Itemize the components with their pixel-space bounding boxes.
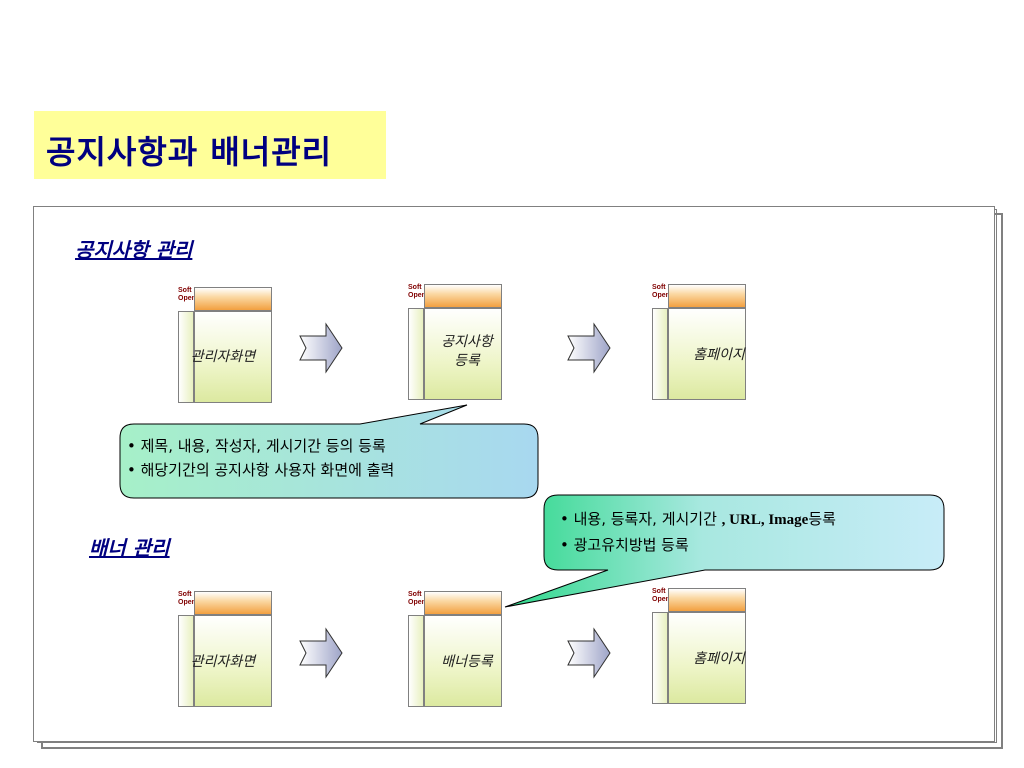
- doc-header: [424, 591, 502, 615]
- doc-header: [194, 287, 272, 311]
- page-title: 공지사항과 배너관리: [46, 133, 333, 171]
- doc-side: [408, 308, 424, 400]
- banner-callout-line-1-suffix: 등록: [808, 510, 836, 528]
- banner-callout-line-1-prefix: • 내용, 등록자, 게시기간: [560, 510, 722, 528]
- banner-callout: [504, 494, 945, 608]
- banner-section-title: 배너 관리: [89, 536, 170, 560]
- arrow-right-icon: [567, 322, 611, 374]
- doc-label: 배너등록: [441, 654, 493, 670]
- doc-label: 관리자화면: [190, 654, 256, 670]
- notice-callout-line-2: • 해당기간의 공지사항 사용자 화면에 출력: [127, 461, 395, 479]
- doc-body: [424, 308, 502, 400]
- doc-label: 홈페이지: [693, 651, 745, 667]
- doc-side: [178, 311, 194, 403]
- arrow-right-icon: [299, 322, 343, 374]
- doc-side: [178, 615, 194, 707]
- doc-header: [668, 588, 746, 612]
- doc-label-line-1: 공지사항: [441, 334, 493, 350]
- doc-label: 관리자화면: [190, 349, 256, 365]
- banner-callout-line-1: • 내용, 등록자, 게시기간 , URL, Image등록: [560, 507, 836, 532]
- doc-header: [424, 284, 502, 308]
- notice-section-title: 공지사항 관리: [75, 238, 193, 262]
- doc-body: [194, 615, 272, 707]
- doc-side: [408, 615, 424, 707]
- notice-callout-line-1: • 제목, 내용, 작성자, 게시기간 등의 등록: [127, 437, 386, 455]
- doc-label: 홈페이지: [693, 347, 745, 363]
- doc-header: [668, 284, 746, 308]
- arrow-right-icon: [567, 627, 611, 679]
- notice-callout: [119, 404, 539, 499]
- doc-body: [668, 308, 746, 400]
- doc-body: [424, 615, 502, 707]
- doc-header: [194, 591, 272, 615]
- doc-side: [652, 612, 668, 704]
- banner-callout-line-2: • 광고유치방법 등록: [560, 536, 689, 554]
- title-banner: 공지사항과 배너관리: [34, 111, 386, 179]
- doc-label-line-2: 등록: [454, 353, 480, 369]
- banner-callout-line-1-latin: , URL, Image: [721, 512, 809, 528]
- doc-body: [668, 612, 746, 704]
- doc-side: [652, 308, 668, 400]
- doc-body: [194, 311, 272, 403]
- arrow-right-icon: [299, 627, 343, 679]
